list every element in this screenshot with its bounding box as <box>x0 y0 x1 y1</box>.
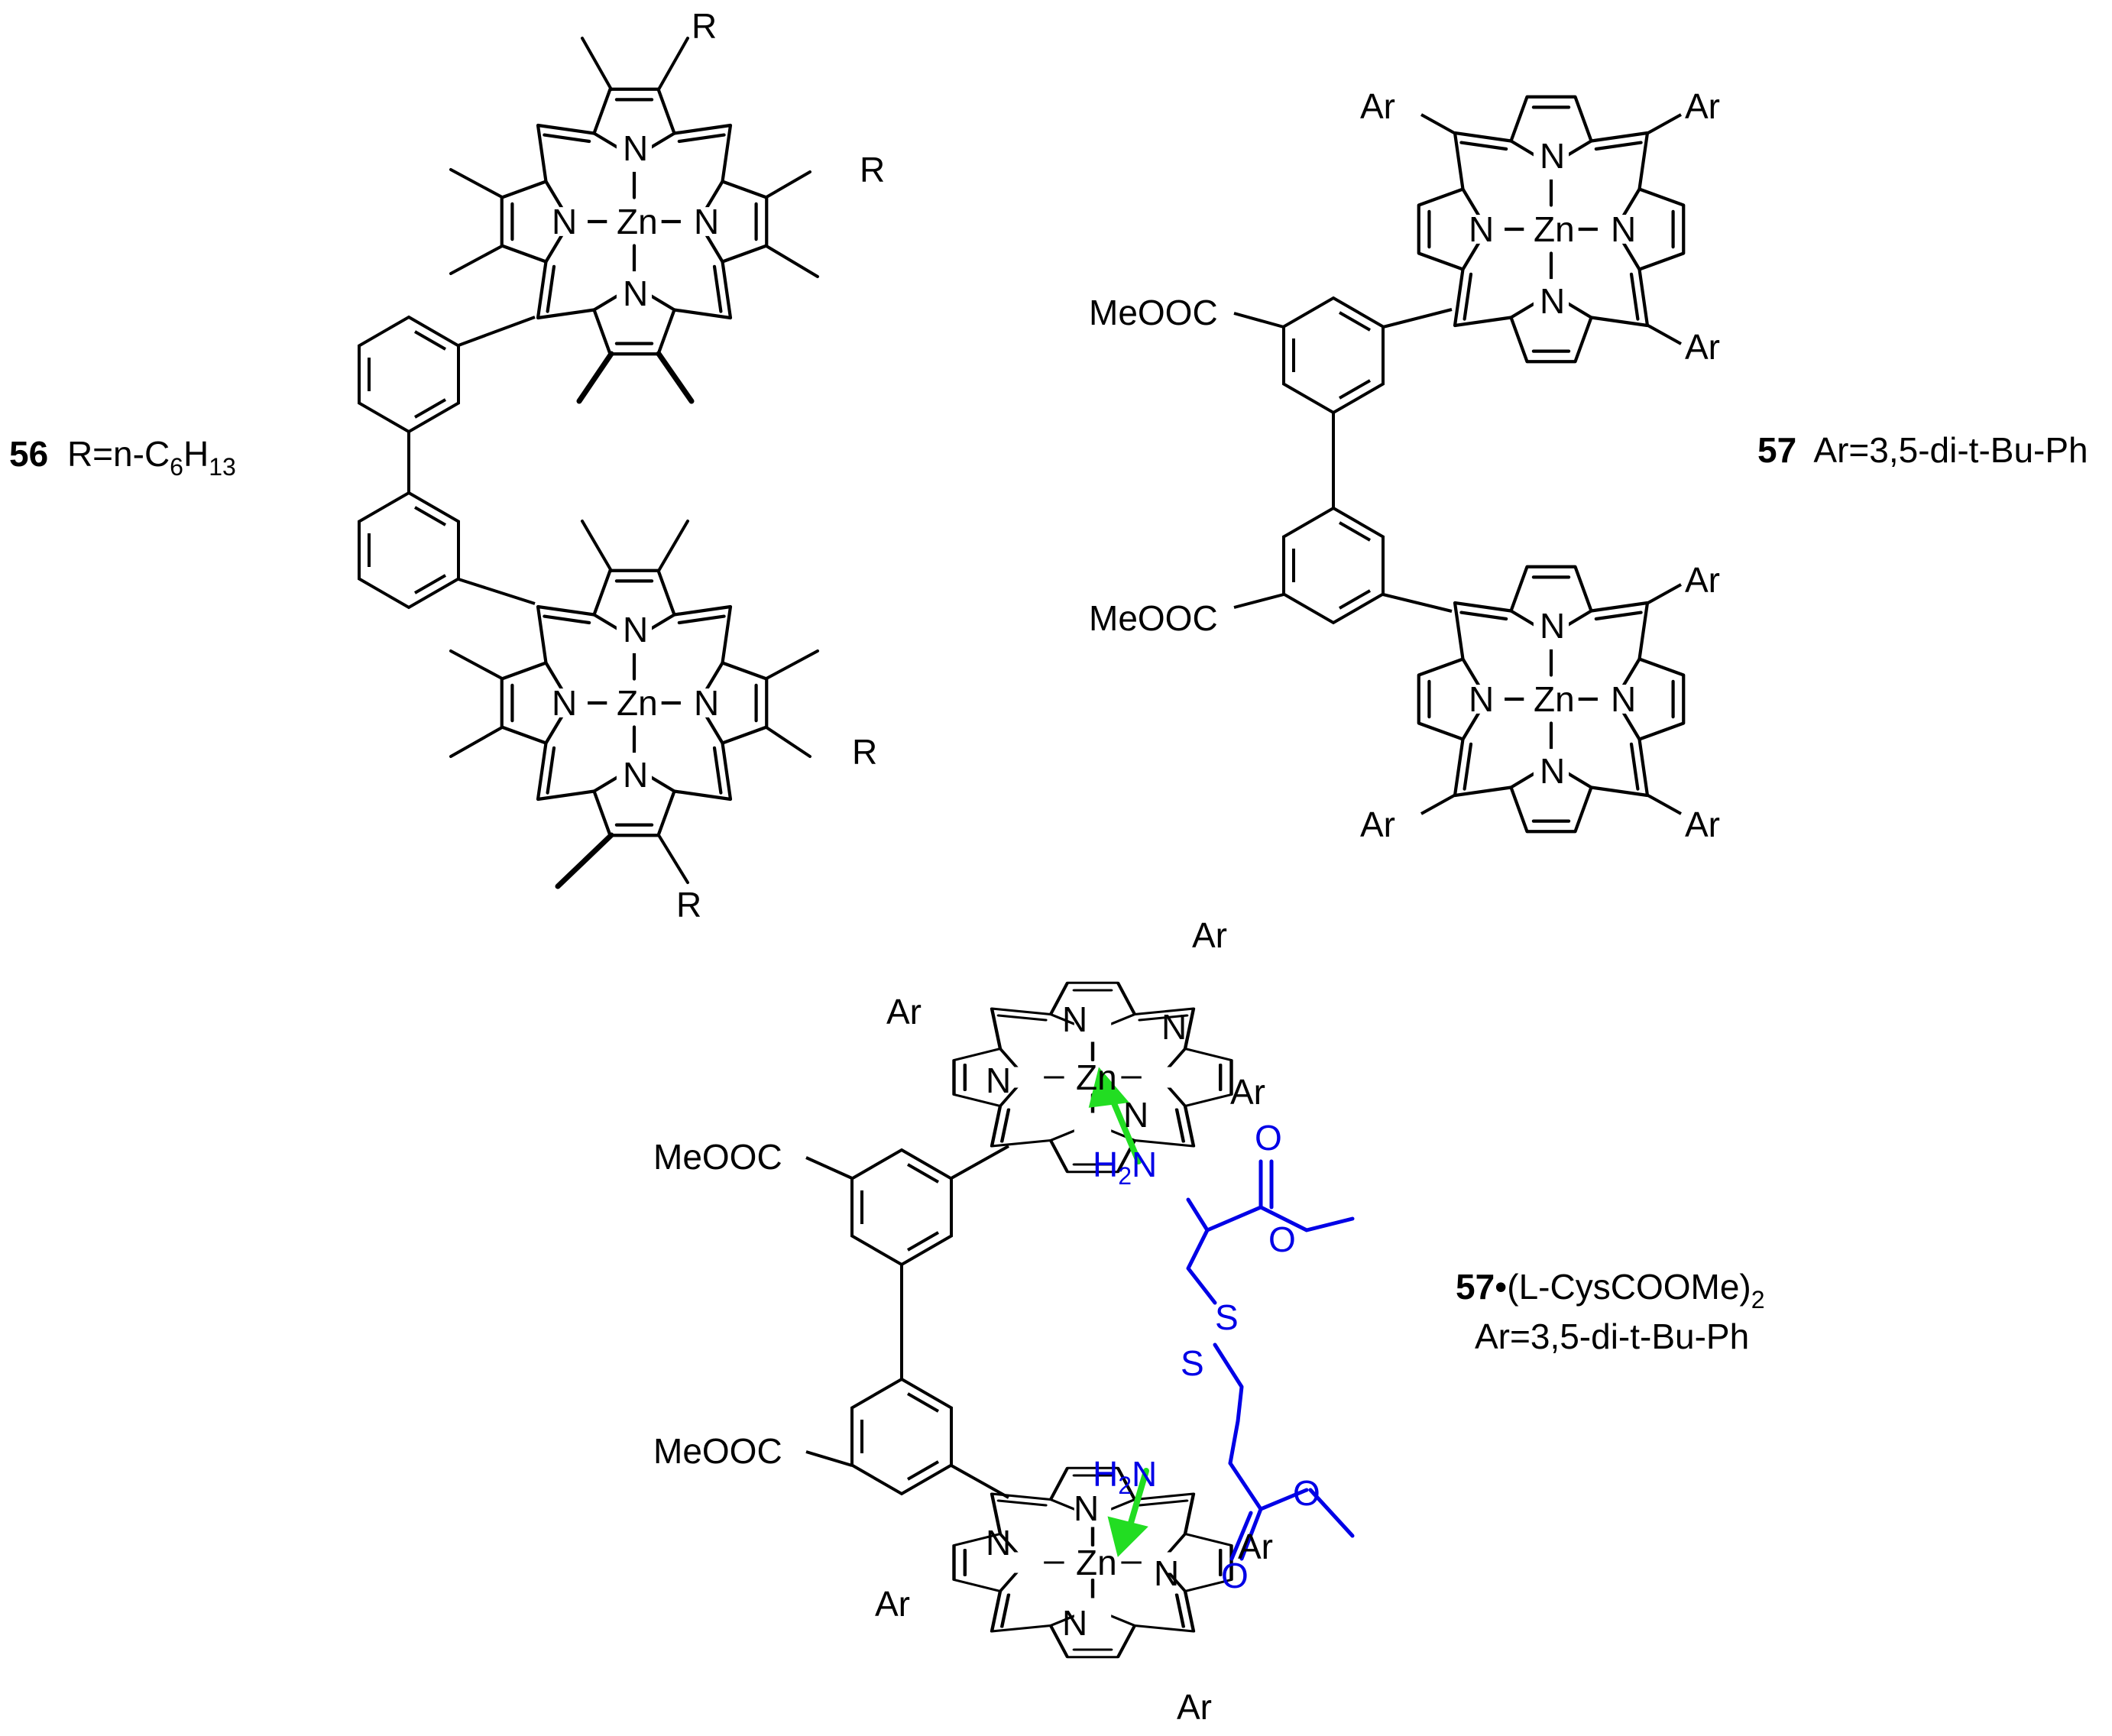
ar-substituent: Ar <box>1360 86 1395 126</box>
n-atom: N <box>1074 1488 1099 1528</box>
compound-56-caption: 56 R=n-C6H13 <box>9 434 236 481</box>
compound-57-caption: 57 Ar=3,5-di-t-Bu-Ph <box>1757 430 2088 470</box>
ar-substituent: Ar <box>1177 1687 1212 1727</box>
ester-group: MeOOC <box>1089 293 1218 332</box>
n-atom: N <box>1469 679 1494 719</box>
zn-atom: Zn <box>1534 209 1575 249</box>
sulfur-atom: S <box>1181 1343 1204 1383</box>
zn-atom: Zn <box>617 683 658 723</box>
n-atom: N <box>1469 209 1494 249</box>
zn-atom: Zn <box>1534 679 1575 719</box>
r-substituent: R <box>692 6 717 46</box>
n-atom: N <box>623 128 648 168</box>
r-substituent: R <box>852 732 877 772</box>
n-atom: N <box>1611 209 1636 249</box>
complex-caption: 57•(L-CysCOOMe)2 <box>1456 1267 1765 1313</box>
n-atom: N <box>1062 999 1087 1039</box>
ar-substituent: Ar <box>886 992 922 1032</box>
n-atom: N <box>623 274 648 313</box>
carbonyl-oxygen: O <box>1221 1556 1249 1595</box>
n-atom: N <box>552 683 577 723</box>
ar-substituent: Ar <box>1360 805 1395 844</box>
ester-oxygen: O <box>1268 1219 1296 1259</box>
n-atom: N <box>986 1061 1011 1100</box>
ar-substituent: Ar <box>1238 1527 1273 1566</box>
n-atom: N <box>986 1523 1011 1563</box>
zn-atom: Zn <box>1076 1057 1117 1097</box>
n-atom: N <box>1540 606 1565 646</box>
ester-group: MeOOC <box>653 1431 782 1471</box>
complex-ar-definition: Ar=3,5-di-t-Bu-Ph <box>1475 1317 1749 1356</box>
n-atom: N <box>1540 136 1565 176</box>
ester-group: MeOOC <box>1089 598 1218 638</box>
compound-56-structure: Zn Zn N N N N N N N N R R R R 56 R=n-C6H… <box>9 6 885 925</box>
n-atom: N <box>1540 281 1565 321</box>
compound-57-structure: Zn Zn N N N N N N N N Ar Ar Ar Ar Ar Ar … <box>1089 86 2088 844</box>
ar-substituent: Ar <box>1192 915 1227 955</box>
ar-substituent: Ar <box>1685 86 1720 126</box>
n-atom: N <box>694 202 719 241</box>
carbonyl-oxygen: O <box>1255 1118 1282 1158</box>
ar-substituent: Ar <box>1230 1072 1265 1112</box>
n-atom: N <box>623 755 648 795</box>
n-atom: N <box>1123 1095 1148 1135</box>
amine-group: H2N <box>1093 1145 1157 1190</box>
n-atom: N <box>694 683 719 723</box>
n-atom: N <box>623 610 648 649</box>
ester-oxygen: O <box>1293 1473 1320 1513</box>
ar-substituent: Ar <box>875 1584 910 1624</box>
n-atom: N <box>552 202 577 241</box>
ar-substituent: Ar <box>1685 805 1720 844</box>
amine-group: H2N <box>1093 1454 1157 1499</box>
zn-atom: Zn <box>617 202 658 241</box>
zn-atom: Zn <box>1076 1543 1117 1582</box>
r-substituent: R <box>676 885 701 925</box>
sulfur-atom: S <box>1215 1297 1239 1337</box>
ar-substituent: Ar <box>1685 560 1720 600</box>
ar-substituent: Ar <box>1685 327 1720 367</box>
n-atom: N <box>1540 751 1565 791</box>
r-substituent: R <box>860 150 885 189</box>
n-atom: N <box>1154 1553 1179 1593</box>
n-atom: N <box>1161 1007 1187 1047</box>
n-atom: N <box>1611 679 1636 719</box>
n-atom: N <box>1062 1603 1087 1643</box>
ester-group: MeOOC <box>653 1137 782 1177</box>
complex-structure: Zn Zn N N N N N N N N Ar Ar Ar Ar Ar Ar … <box>653 915 1765 1727</box>
